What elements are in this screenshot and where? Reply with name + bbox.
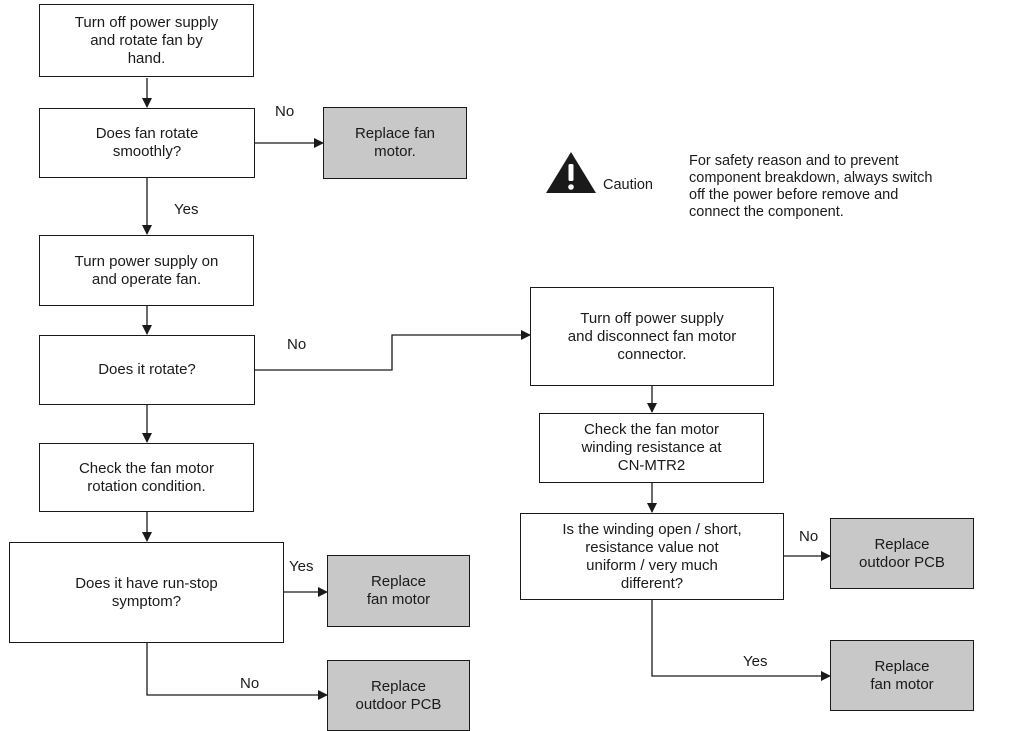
- label-yes-run-stop: Yes: [289, 558, 314, 575]
- arrow-b7-b9: [146, 643, 328, 700]
- decision-rotate-smoothly: Does fan rotate smoothly?: [39, 108, 255, 178]
- action-replace-outdoor-pcb-1: Replace outdoor PCB: [327, 660, 470, 731]
- label-no-smooth: No: [275, 103, 295, 120]
- step-disconnect-fan-connector: Turn off power supply and disconnect fan…: [530, 287, 774, 386]
- step-power-on-operate-fan: Turn power supply on and operate fan.: [39, 235, 254, 306]
- step-check-winding-resistance: Check the fan motor winding resistance a…: [539, 413, 764, 483]
- step-turn-off-rotate-by-hand: Turn off power supply and rotate fan by …: [39, 4, 254, 77]
- arrow-b12-b14: [651, 600, 831, 681]
- decision-winding-open-short: Is the winding open / short, resistance …: [520, 513, 784, 600]
- action-replace-fan-motor-2: Replace fan motor: [327, 555, 470, 627]
- action-replace-fan-motor-1: Replace fan motor.: [323, 107, 467, 179]
- label-no-run-stop: No: [240, 675, 260, 692]
- caution-title: Caution: [603, 177, 653, 193]
- caution-text: For safety reason and to prevent compone…: [689, 153, 933, 220]
- label-yes-smooth: Yes: [174, 201, 199, 218]
- action-replace-outdoor-pcb-2: Replace outdoor PCB: [830, 518, 974, 589]
- step-check-rotation-condition: Check the fan motor rotation condition.: [39, 443, 254, 512]
- arrow-b5-b10: [255, 330, 531, 371]
- decision-run-stop-symptom: Does it have run-stop symptom?: [9, 542, 284, 643]
- decision-does-it-rotate: Does it rotate?: [39, 335, 255, 405]
- label-no-rotate: No: [287, 336, 307, 353]
- label-yes-winding: Yes: [743, 653, 768, 670]
- action-replace-fan-motor-3: Replace fan motor: [830, 640, 974, 711]
- label-no-winding: No: [799, 528, 819, 545]
- warning-triangle-icon: [546, 152, 596, 193]
